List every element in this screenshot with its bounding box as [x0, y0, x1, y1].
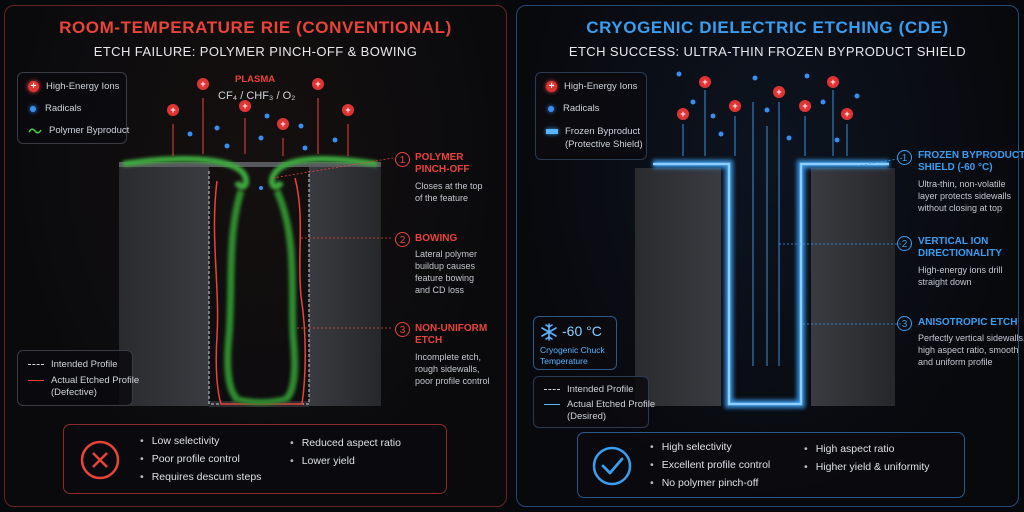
ion-icon: +: [546, 81, 557, 92]
rie-panel: ROOM-TEMPERATURE RIE (CONVENTIONAL) ETCH…: [4, 5, 507, 507]
svg-text:+: +: [802, 101, 807, 111]
ion-arrows: [682, 90, 848, 366]
cde-annotation-2-title: VERTICAL ION DIRECTIONALITY: [918, 236, 1002, 259]
cde-title: CRYOGENIC DIELECTRIC ETCHING (CDE): [586, 18, 949, 37]
cde-pro-5: Higher yield & uniformity: [804, 461, 930, 473]
svg-text:+: +: [844, 109, 849, 119]
cde-pro-2: Excellent profile control: [650, 459, 771, 471]
svg-text:+: +: [345, 105, 350, 115]
solid-line-icon: [544, 404, 560, 405]
legend-ions: High-Energy Ions: [564, 81, 638, 92]
ion-arrows: [172, 98, 349, 156]
left-sidewall-block: [635, 168, 721, 406]
left-sidewall-block: [119, 166, 209, 406]
cde-annotation-2-desc: High-energy ions drill straight down: [918, 265, 1003, 287]
legend-intended: Intended Profile: [51, 359, 118, 370]
rie-summary-box: Low selectivity Poor profile control Req…: [63, 424, 447, 494]
legend-ions: High-Energy Ions: [46, 81, 120, 92]
ion-particles: + + + + + +: [167, 78, 354, 130]
dashed-line-icon: [544, 389, 560, 390]
svg-text:+: +: [776, 87, 781, 97]
cryo-temp-label: Cryogenic Chuck Temperature: [540, 345, 605, 366]
solid-line-icon: [28, 380, 44, 381]
legend-polymer: Polymer Byproduct: [49, 125, 130, 136]
rie-annotation-3-desc: Incomplete etch, rough sidewalls, poor p…: [415, 352, 490, 386]
polymer-deposits: [122, 156, 378, 405]
svg-text:+: +: [242, 101, 247, 111]
svg-text:+: +: [702, 77, 707, 87]
cde-species-legend: + High-Energy Ions Radicals Frozen Byprod…: [535, 72, 647, 160]
svg-text:+: +: [200, 79, 205, 89]
rie-subtitle: ETCH FAILURE: POLYMER PINCH-OFF & BOWING: [93, 44, 418, 59]
plasma-label: PLASMA: [235, 74, 276, 85]
cde-subtitle: ETCH SUCCESS: ULTRA-THIN FROZEN BYPRODUC…: [568, 44, 967, 59]
ion-icon: +: [28, 81, 39, 92]
rie-annotation-1-desc: Closes at the top of the feature: [415, 181, 483, 203]
cde-summary-box: High selectivity Excellent profile contr…: [577, 432, 965, 498]
legend-radicals: Radicals: [563, 103, 600, 114]
svg-text:+: +: [680, 109, 685, 119]
right-sidewall-block: [811, 168, 895, 406]
cde-annotation-1-title: FROZEN BYPRODUCT SHIELD (-60 °C): [918, 150, 1024, 173]
legend-radicals: Radicals: [45, 103, 82, 114]
rie-annotation-1-title: POLYMER PINCH-OFF: [415, 152, 470, 175]
legend-actual: Actual Etched Profile (Desired): [567, 399, 656, 422]
svg-text:+: +: [280, 119, 285, 129]
gas-label: CF₄ / CHF₃ / O₂: [218, 90, 296, 102]
svg-text:+: +: [170, 105, 175, 115]
cde-leader-lines: [779, 157, 904, 325]
rie-profile-legend: Intended Profile Actual Etched Profile (…: [17, 350, 139, 406]
cryo-temp-value: -60 °C: [562, 323, 602, 339]
legend-intended: Intended Profile: [567, 384, 634, 395]
legend-actual: Actual Etched Profile (Defective): [51, 375, 140, 398]
svg-text:+: +: [830, 77, 835, 87]
radical-icon: [548, 105, 554, 112]
rie-species-legend: + High-Energy Ions Radicals Polymer Bypro…: [17, 72, 130, 144]
x-circle-icon: [80, 440, 120, 480]
rie-leader-lines: [272, 157, 394, 329]
cde-pro-3: No polymer pinch-off: [650, 477, 759, 489]
radical-particles: [187, 113, 338, 190]
rie-annotation-2-number: 2: [395, 232, 410, 247]
cde-annotation-3-desc: Perfectly vertical sidewalls, high aspec…: [918, 333, 1024, 367]
rie-con-3: Requires descum steps: [140, 471, 262, 483]
rie-etch-diagram: + + + + + +: [119, 78, 394, 407]
dashed-line-icon: [28, 364, 44, 365]
rie-con-2: Poor profile control: [140, 453, 240, 465]
ion-particles: + + + + + + +: [677, 76, 853, 120]
rie-con-4: Reduced aspect ratio: [290, 437, 401, 449]
rie-con-5: Lower yield: [290, 455, 355, 467]
snowflake-icon: [541, 323, 557, 341]
rie-annotation-1-number: 1: [395, 152, 410, 167]
cde-pro-1: High selectivity: [650, 441, 732, 453]
radical-icon: [30, 105, 36, 112]
cde-annotation-1-number: 1: [897, 150, 912, 165]
cde-annotation-2-number: 2: [897, 236, 912, 251]
legend-frozen: Frozen Byproduct (Protective Shield): [565, 126, 643, 150]
cde-annotation-1-desc: Ultra-thin, non-volatile layer protects …: [918, 179, 1012, 213]
rie-annotation-3-number: 3: [395, 322, 410, 337]
rie-annotation-3-title: NON-UNIFORM ETCH: [415, 323, 488, 346]
rie-con-1: Low selectivity: [140, 435, 220, 447]
check-circle-icon: [592, 446, 632, 486]
rie-annotation-2-title: BOWING: [415, 233, 458, 244]
cryo-temp-box: -60 °C Cryogenic Chuck Temperature: [533, 316, 617, 370]
cde-panel: CRYOGENIC DIELECTRIC ETCHING (CDE) ETCH …: [516, 5, 1024, 507]
cde-annotation-3-number: 3: [897, 316, 912, 331]
radical-particles: [676, 71, 860, 143]
cde-annotation-3-title: ANISOTROPIC ETCH: [918, 317, 1018, 328]
polymer-wave-icon: [28, 128, 42, 133]
rie-annotation-2-desc: Lateral polymer buildup causes feature b…: [415, 249, 478, 295]
frozen-shield-layer: [653, 160, 889, 408]
right-sidewall-block: [309, 166, 381, 406]
cde-etch-diagram: + + + + + + +: [635, 71, 904, 408]
rie-title: ROOM-TEMPERATURE RIE (CONVENTIONAL): [59, 18, 452, 37]
svg-text:+: +: [315, 79, 320, 89]
cde-pro-4: High aspect ratio: [804, 443, 895, 455]
svg-text:+: +: [732, 101, 737, 111]
frozen-shield-icon: [546, 129, 558, 134]
cde-profile-legend: Intended Profile Actual Etched Profile (…: [533, 376, 655, 428]
